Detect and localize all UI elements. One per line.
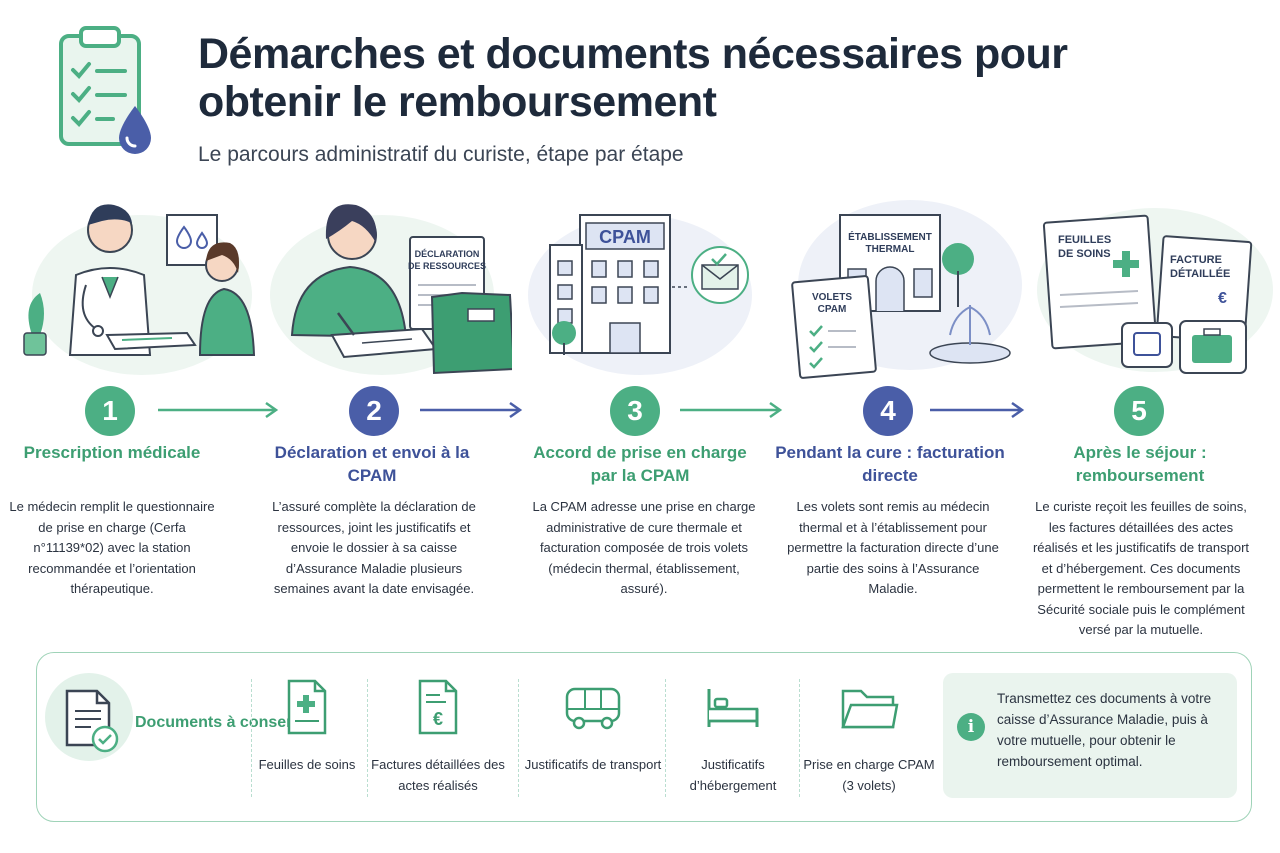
documents-label: Documents à conserver	[135, 714, 317, 731]
step-2-number: 2	[349, 386, 399, 436]
divider	[799, 679, 800, 797]
bed-icon	[707, 689, 759, 727]
document-check-icon	[45, 673, 133, 761]
doc-item-invoices: € Factures détaillées des actes réalisés	[368, 675, 508, 796]
doc-item-label: Prise en charge CPAM (3 volets)	[803, 757, 935, 793]
info-icon: i	[957, 713, 985, 741]
documents-panel: Documents à conserver Feuilles de soins …	[36, 652, 1252, 822]
doc-item-cpam-coverage: Prise en charge CPAM (3 volets)	[799, 675, 939, 796]
doc-item-label: Justificatifs de transport	[524, 757, 662, 772]
doc-item-label: Justificatifs d’hébergement	[689, 757, 777, 793]
svg-text:€: €	[1218, 290, 1227, 307]
page-subtitle: Le parcours administratif du curiste, ét…	[198, 143, 684, 166]
arrow-right-icon	[930, 401, 1025, 419]
step-3-number: 3	[610, 386, 660, 436]
step-3-description: La CPAM adresse une prise en charge admi…	[532, 499, 756, 596]
arrow-right-icon	[158, 401, 279, 419]
cpam-building-label: CPAM	[599, 227, 651, 247]
step-3-title: Accord de prise en charge par la CPAM	[533, 443, 747, 485]
doctor-consultation-illustration	[12, 185, 262, 380]
clipboard-checklist-icon	[55, 22, 165, 157]
step-2-description: L’assuré complète la déclaration de ress…	[272, 499, 476, 596]
arrow-right-icon	[420, 401, 523, 419]
step-4-description: Les volets sont remis au médecin thermal…	[787, 499, 999, 596]
step-5-description: Le curiste reçoit les feuilles de soins,…	[1032, 499, 1250, 637]
step-2-title: Déclaration et envoi à la CPAM	[274, 443, 470, 485]
folder-icon	[841, 689, 899, 729]
step-1-description: Le médecin remplit le questionnaire de p…	[9, 499, 215, 596]
step-5-number: 5	[1114, 386, 1164, 436]
doc-item-lodging: Justificatifs d’hébergement	[663, 675, 803, 796]
doc-item-label: Factures détaillées des actes réalisés	[371, 757, 505, 793]
step-1-number: 1	[85, 386, 135, 436]
page-title: Démarches et documents nécessaires pour …	[198, 30, 1068, 126]
info-text: Transmettez ces documents à votre caisse…	[997, 691, 1212, 769]
bus-icon	[565, 687, 621, 730]
doc-item-label: Feuilles de soins	[258, 757, 356, 772]
info-box: i Transmettez ces documents à votre cais…	[943, 673, 1237, 798]
step-5-title: Après le séjour : remboursement	[1073, 443, 1207, 485]
medical-sheet-icon	[287, 679, 327, 735]
step-4-title: Pendant la cure : facturation directe	[775, 443, 1005, 485]
divider	[665, 679, 666, 797]
arrow-right-icon	[680, 401, 783, 419]
step-1-title: Prescription médicale	[23, 443, 201, 462]
doc-item-care-sheets: Feuilles de soins	[237, 675, 377, 776]
divider	[251, 679, 252, 797]
cpam-building-illustration: CPAM	[520, 185, 770, 380]
doc-item-transport: Justificatifs de transport	[523, 675, 663, 776]
step-4-number: 4	[863, 386, 913, 436]
invoice-euro-icon: €	[418, 679, 458, 735]
divider	[518, 679, 519, 797]
header: Démarches et documents nécessaires pour …	[0, 0, 1280, 180]
divider	[367, 679, 368, 797]
svg-text:€: €	[433, 709, 443, 729]
